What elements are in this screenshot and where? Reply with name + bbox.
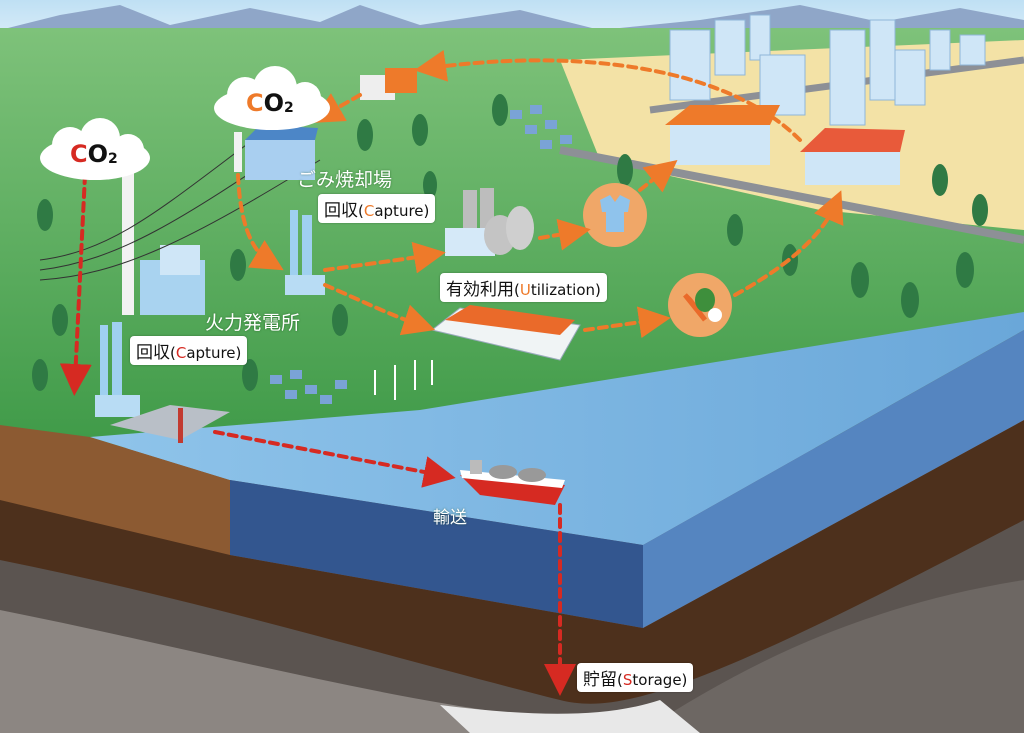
vegetables-icon xyxy=(683,288,722,322)
rock-layer xyxy=(640,580,1024,733)
co2-label-power: CO2 xyxy=(70,140,118,168)
label-accent-letter: U xyxy=(519,281,531,299)
label-en: apture) xyxy=(186,344,242,362)
greenhouses xyxy=(430,305,581,361)
co2-label-incinerator: CO2 xyxy=(246,89,294,117)
product-arrow xyxy=(538,218,591,251)
co2-subscript: 2 xyxy=(284,100,294,116)
label-jp: 回収 xyxy=(136,343,170,363)
recycle-arrow xyxy=(311,93,362,123)
co2-cloud xyxy=(40,118,150,180)
capture-tower-power xyxy=(95,322,140,417)
power-plant-building xyxy=(140,245,205,315)
city-buildings xyxy=(669,14,986,126)
co2-accent-letter: C xyxy=(246,89,264,117)
transport-arrow xyxy=(213,430,456,488)
utilization-label: 有効利用(Utilization) xyxy=(440,273,607,302)
product-arrow xyxy=(638,160,678,193)
trees xyxy=(32,94,988,391)
market-stall xyxy=(800,128,905,185)
capture-tower-incinerator xyxy=(285,210,325,295)
label-accent-letter: S xyxy=(622,671,633,689)
market-stall xyxy=(665,105,780,165)
label-jp: 回収 xyxy=(324,201,358,221)
co2-cloud xyxy=(214,66,330,130)
label-paren: ( xyxy=(617,671,623,689)
recycle-arrow xyxy=(414,49,802,142)
power-plant-label: 火力発電所 xyxy=(205,312,301,334)
sea-surface xyxy=(90,312,1024,545)
chemical-plant xyxy=(445,188,534,256)
utilization-arrow xyxy=(323,241,446,274)
rock-layer xyxy=(0,610,700,733)
wind-turbines xyxy=(374,360,433,400)
co2-flow-arrow xyxy=(236,173,284,271)
road xyxy=(559,146,1024,244)
label-en: torage) xyxy=(632,671,688,689)
co2-rest: O xyxy=(263,89,285,117)
product-arrow xyxy=(733,190,844,297)
capture-label-incinerator: 回収(Capture) xyxy=(318,194,436,223)
product-arrow xyxy=(583,306,671,339)
co2-accent-letter: C xyxy=(70,140,88,168)
utilization-arrow xyxy=(323,283,436,336)
transport-label: 輸送 xyxy=(433,508,467,528)
chimney xyxy=(122,155,134,315)
label-accent-letter: C xyxy=(175,344,187,362)
label-paren: ( xyxy=(170,344,176,362)
label-paren: ( xyxy=(358,202,364,220)
incinerator-chimney xyxy=(234,132,242,172)
label-en: apture) xyxy=(374,202,430,220)
label-accent-letter: C xyxy=(363,202,375,220)
co2-rest: O xyxy=(87,140,109,168)
sea-side xyxy=(643,330,1024,628)
shirt-icon xyxy=(600,195,630,232)
label-jp: 貯留 xyxy=(583,670,617,690)
label-paren: ( xyxy=(514,281,520,299)
garbage-truck xyxy=(360,68,417,100)
label-jp: 有効利用 xyxy=(446,280,514,300)
pier xyxy=(110,405,230,443)
storage-label: 貯留(Storage) xyxy=(577,663,694,692)
storage-reservoir xyxy=(440,700,700,733)
capture-label-power-plant: 回収(Capture) xyxy=(130,336,248,365)
co2-flow-arrow xyxy=(59,173,92,396)
incinerator-label: ごみ焼却場 xyxy=(297,169,393,191)
solar-panels xyxy=(270,105,572,404)
label-en: tilization) xyxy=(530,281,601,299)
co2-subscript: 2 xyxy=(108,151,118,167)
sea-front xyxy=(230,480,643,628)
tanker-ship xyxy=(460,460,565,505)
